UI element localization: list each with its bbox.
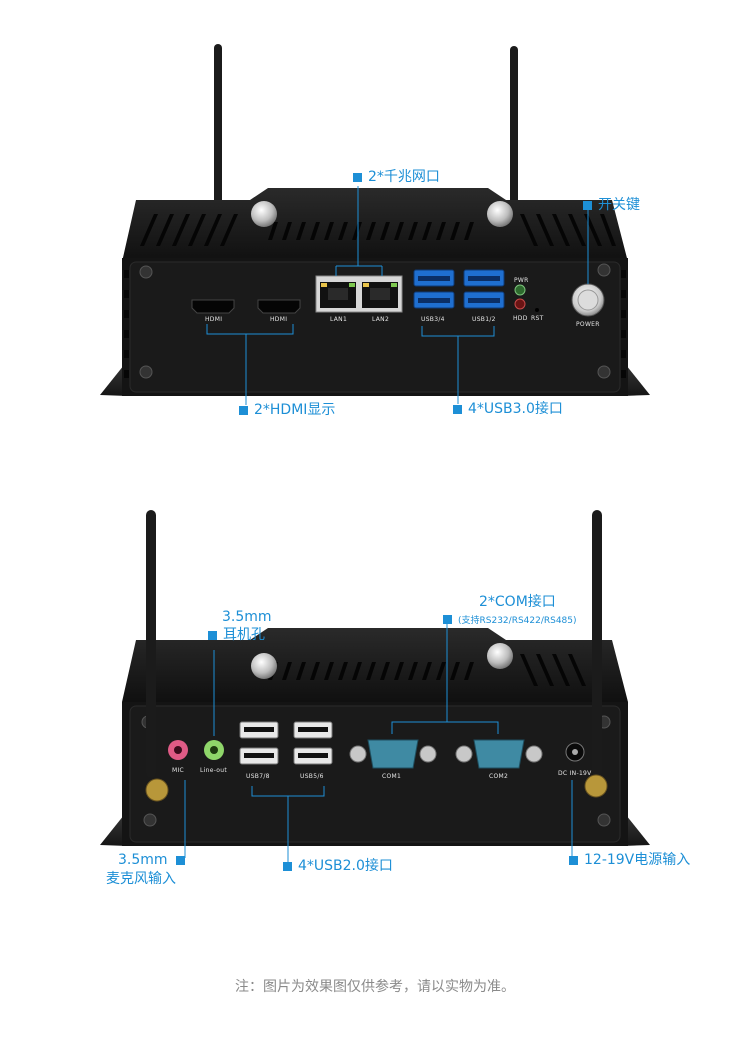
hdmi-callout: 2*HDMI显示 — [239, 402, 335, 419]
pwr-label: PWR — [514, 277, 529, 284]
com-ports — [349, 739, 543, 769]
thumb-screw-left — [251, 201, 277, 227]
dc-in-label: DC IN-19V — [558, 770, 592, 777]
antenna-left — [214, 44, 222, 220]
usb2-callout: 4*USB2.0接口 — [283, 858, 393, 875]
hdd-label: HDD — [513, 315, 528, 322]
rst-label: RST — [531, 315, 544, 322]
pwr-led — [514, 284, 526, 296]
antenna-right — [510, 46, 518, 216]
heatsink-fins — [140, 214, 616, 246]
power-label: POWER — [576, 321, 600, 328]
mic-size-callout: 3.5mm — [118, 852, 185, 869]
hdd-led — [514, 298, 526, 310]
lan1-label: LAN1 — [330, 316, 348, 323]
hdmi1-label: HDMI — [205, 316, 223, 323]
com2-label: COM2 — [489, 773, 509, 780]
front-panel-device — [100, 44, 650, 405]
com-callout: 2*COM接口 — [479, 594, 556, 610]
dc-callout: 12-19V电源输入 — [569, 852, 690, 869]
usb56-label: USB5/6 — [300, 773, 324, 780]
mic-label: MIC — [172, 767, 185, 774]
usb12-label: USB1/2 — [472, 316, 496, 323]
hdmi-port-1 — [191, 299, 235, 314]
thumb-screw-right — [487, 201, 513, 227]
usb34-label: USB3/4 — [421, 316, 445, 323]
usb78-label: USB7/8 — [246, 773, 270, 780]
line-out-size-callout: 3.5mm — [222, 609, 272, 625]
hdmi2-label: HDMI — [270, 316, 288, 323]
usb3-callout: 4*USB3.0接口 — [453, 401, 563, 418]
lan2-label: LAN2 — [372, 316, 390, 323]
usb3-ports — [413, 269, 505, 309]
lan-callout: 2*千兆网口 — [353, 169, 440, 186]
com1-label: COM1 — [382, 773, 402, 780]
mic-callout: 麦克风输入 — [106, 871, 176, 887]
line-out-callout: 耳机孔 — [208, 627, 265, 644]
line-out-label: Line-out — [200, 767, 228, 774]
rear-panel-device — [100, 510, 650, 862]
power-button-callout: 开关键 — [583, 197, 640, 214]
footnote: 注：图片为效果图仅供参考，请以实物为准。 — [235, 979, 515, 995]
hdmi-port-2 — [257, 299, 301, 314]
com-sub-callout: (支持RS232/RS422/RS485) — [443, 611, 577, 628]
